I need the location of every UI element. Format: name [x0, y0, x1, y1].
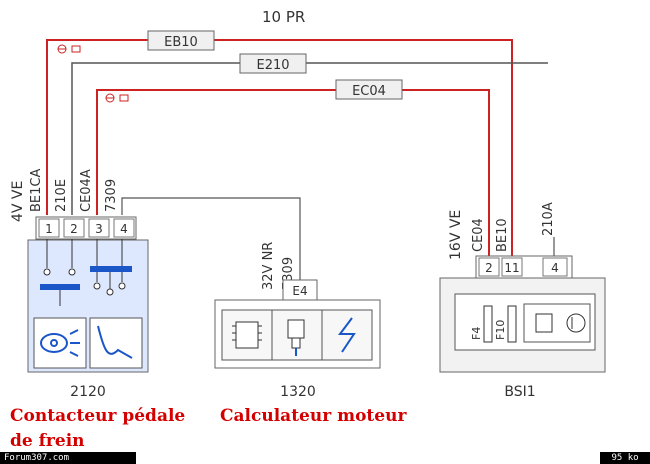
pedal-icon — [97, 325, 133, 359]
wire-eb10 — [46, 39, 513, 258]
footer-site: Forum307.com — [0, 452, 136, 464]
connector-ec04: EC04 — [335, 79, 403, 100]
title-1320: Calculateur moteur — [220, 406, 407, 426]
svg-text:16V VE: 16V VE — [448, 210, 464, 260]
code-1320: 1320 — [280, 384, 316, 400]
title-2120-line1: Contacteur pédale — [10, 406, 185, 426]
svg-text:CE04: CE04 — [471, 218, 486, 252]
svg-text:7309: 7309 — [104, 179, 119, 212]
title-2120-line2: de frein — [10, 431, 85, 451]
ground-symbols — [57, 44, 129, 103]
bsi-chip-icon — [535, 313, 553, 333]
wire-ec04 — [96, 89, 490, 258]
brake-lamp-icon — [40, 329, 80, 357]
svg-text:EB10: EB10 — [164, 35, 198, 50]
ecu-chip-icon — [232, 321, 262, 349]
footer-bar: Forum307.com 95 ko — [0, 452, 650, 464]
injector-icon — [287, 319, 305, 356]
svg-text:F10: F10 — [494, 320, 507, 340]
connector-e210: E210 — [239, 53, 307, 74]
svg-text:4: 4 — [120, 222, 128, 236]
svg-text:F4: F4 — [470, 327, 483, 340]
component-bsi1: 16V VE CE04 BE10 210A 2 11 4 F4 F10 BSI1 — [439, 202, 606, 400]
svg-text:2: 2 — [70, 222, 78, 236]
svg-text:E210: E210 — [256, 58, 289, 73]
svg-text:4V VE: 4V VE — [10, 181, 26, 222]
ignition-spark-icon — [338, 317, 356, 353]
code-bsi1: BSI1 — [504, 384, 535, 400]
svg-text:3: 3 — [95, 222, 103, 236]
harness-label: 10 PR — [262, 8, 305, 26]
component-2120: 4V VE BE1CA 210E CE04A 7309 1 2 3 4 — [10, 169, 185, 451]
svg-text:210A: 210A — [541, 202, 556, 236]
svg-text:CE04A: CE04A — [79, 169, 94, 212]
code-2120: 2120 — [70, 384, 106, 400]
svg-text:BE10: BE10 — [495, 218, 510, 252]
svg-text:2: 2 — [485, 261, 493, 275]
switch-contacts — [43, 239, 126, 306]
transistor-icon — [566, 313, 586, 333]
component-1320: 32V NR 7309 E4 1320 Calculateur moteur — [214, 242, 407, 426]
fuse-icons — [483, 305, 517, 343]
svg-text:EC04: EC04 — [352, 84, 386, 99]
footer-size: 95 ko — [600, 452, 650, 464]
wires — [46, 39, 555, 290]
connector-eb10: EB10 — [147, 30, 215, 51]
svg-text:4: 4 — [551, 261, 559, 275]
wire-7309 — [121, 197, 301, 290]
svg-text:210E: 210E — [54, 179, 69, 212]
svg-text:BE1CA: BE1CA — [29, 169, 44, 212]
svg-text:E4: E4 — [292, 284, 307, 298]
svg-text:32V NR: 32V NR — [261, 242, 276, 290]
svg-text:11: 11 — [504, 261, 519, 275]
wire-e210 — [71, 62, 548, 215]
svg-text:1: 1 — [45, 222, 53, 236]
